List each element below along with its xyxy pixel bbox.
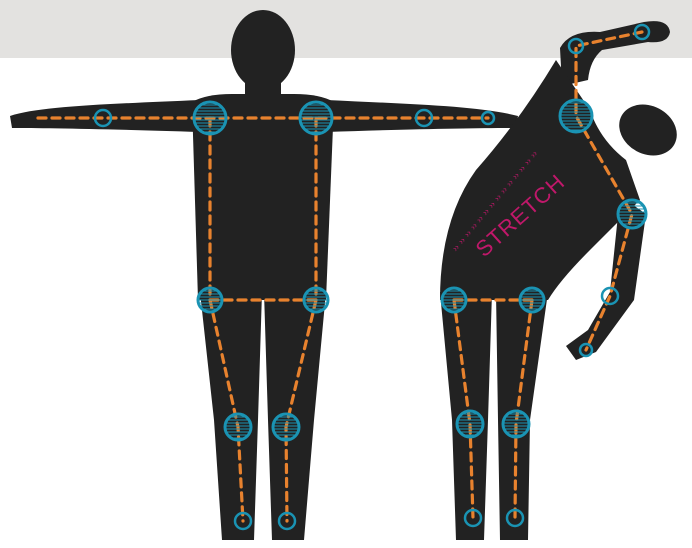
left-leg (440, 292, 492, 540)
torso (192, 94, 334, 300)
figure-side-bend-stretch: ›››››››››››››››››››››››››››› STRETCH (440, 21, 686, 540)
head (610, 95, 686, 166)
right-arm (326, 100, 518, 132)
right-leg (496, 292, 548, 540)
silhouette-side-bend (440, 21, 686, 540)
left-arm (10, 100, 200, 132)
